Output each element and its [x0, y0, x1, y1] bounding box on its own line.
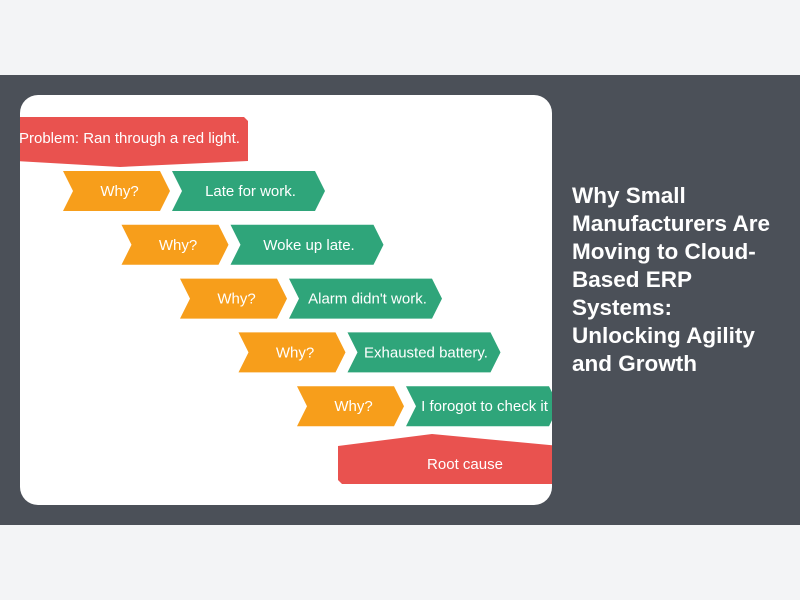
five-whys-diagram: Problem: Ran through a red light. Why? La… — [20, 117, 552, 484]
root-cause-box — [338, 434, 552, 484]
answer-label: Exhausted battery. — [364, 344, 488, 361]
root-cause-text: Root cause — [427, 456, 503, 473]
why-chevron — [238, 332, 346, 373]
article-title: Why Small Manufacturers Are Moving to Cl… — [572, 183, 770, 376]
answer-label: Late for work. — [205, 183, 296, 200]
why-chevron — [297, 386, 404, 427]
five-whys-image: Problem: Ran through a red light. Why? La… — [20, 95, 552, 505]
why-label: Why? — [276, 344, 314, 361]
answer-chevron — [347, 332, 501, 373]
answer-chevron — [289, 278, 442, 319]
answer-chevron — [172, 171, 325, 211]
why-label: Why? — [217, 291, 255, 308]
why-chevron — [63, 171, 170, 211]
problem-text: Problem: Ran through a red light. — [20, 130, 240, 147]
why-label: Why? — [100, 183, 138, 200]
answer-chevron — [406, 386, 552, 427]
answer-label: I forogot to check it — [421, 398, 549, 415]
why-chevron — [121, 224, 229, 265]
problem-box — [20, 117, 248, 167]
why-label: Why? — [159, 237, 197, 254]
answer-label: Alarm didn't work. — [308, 291, 427, 308]
why-label: Why? — [334, 398, 372, 415]
why-chevron — [180, 278, 287, 319]
answer-label: Woke up late. — [263, 237, 354, 254]
answer-chevron — [230, 224, 384, 265]
